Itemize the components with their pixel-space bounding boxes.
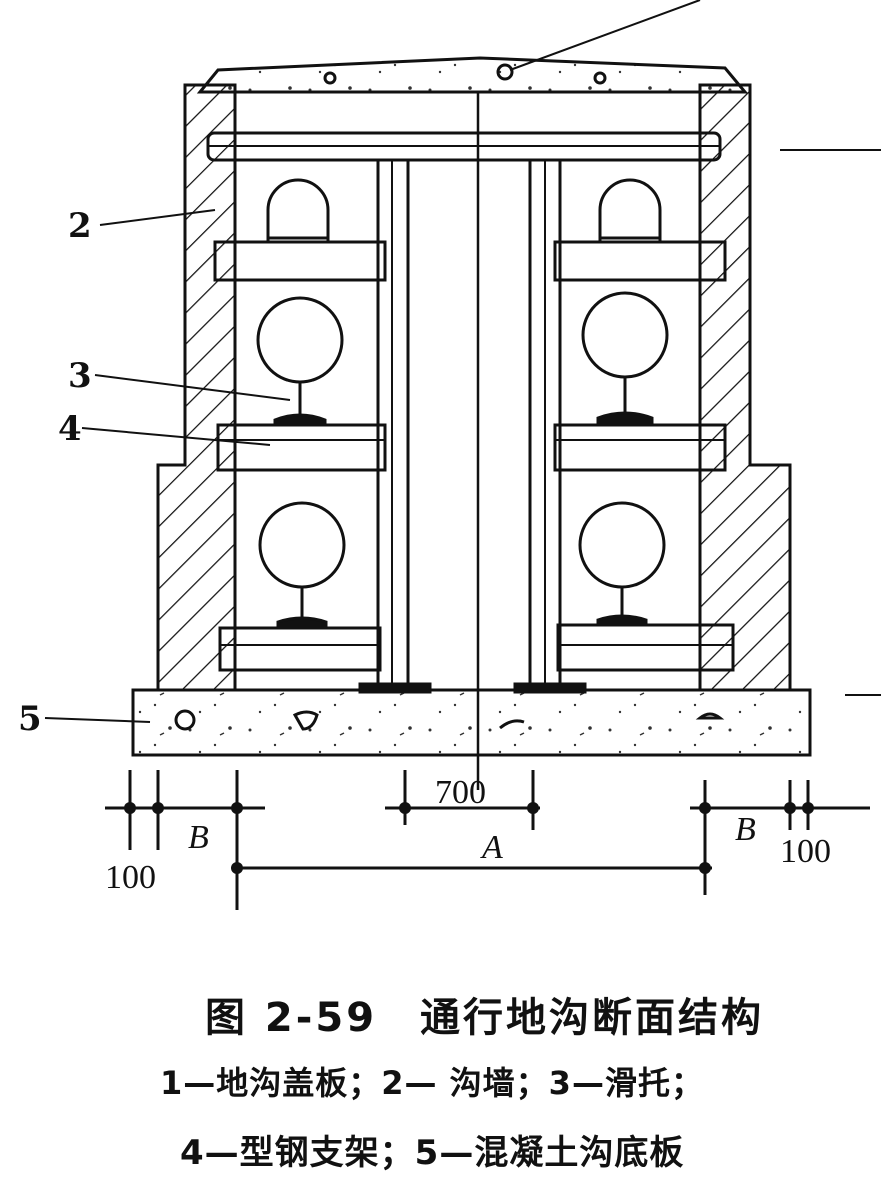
label-5: 5: [18, 699, 42, 739]
pipes: [256, 178, 669, 630]
label-2: 2: [68, 206, 92, 246]
dim-left-B: B: [188, 819, 209, 856]
figure-legend-line-1: 1—地沟盖板；2— 沟墙；3—滑托；: [160, 1064, 704, 1102]
dim-right-100: 100: [780, 833, 831, 870]
figure-caption-title: 图 2-59 通行地沟断面结构: [205, 995, 765, 1041]
label-4: 4: [58, 409, 82, 449]
figure-legend-line-2: 4—型钢支架；5—混凝土沟底板: [180, 1133, 685, 1173]
trench-cross-section-drawing: 2 3 4 5 100 B 700 A B 100: [18, 0, 881, 910]
label-3: 3: [68, 356, 92, 396]
cover-slab: [196, 56, 749, 94]
dim-A: A: [480, 829, 503, 866]
dim-700: 700: [435, 774, 486, 811]
dim-right-B: B: [735, 811, 756, 848]
right-trench-wall: [698, 83, 792, 692]
dimension-lines: [105, 770, 870, 910]
dim-left-100: 100: [105, 859, 156, 896]
concrete-base-slab: [131, 688, 812, 757]
